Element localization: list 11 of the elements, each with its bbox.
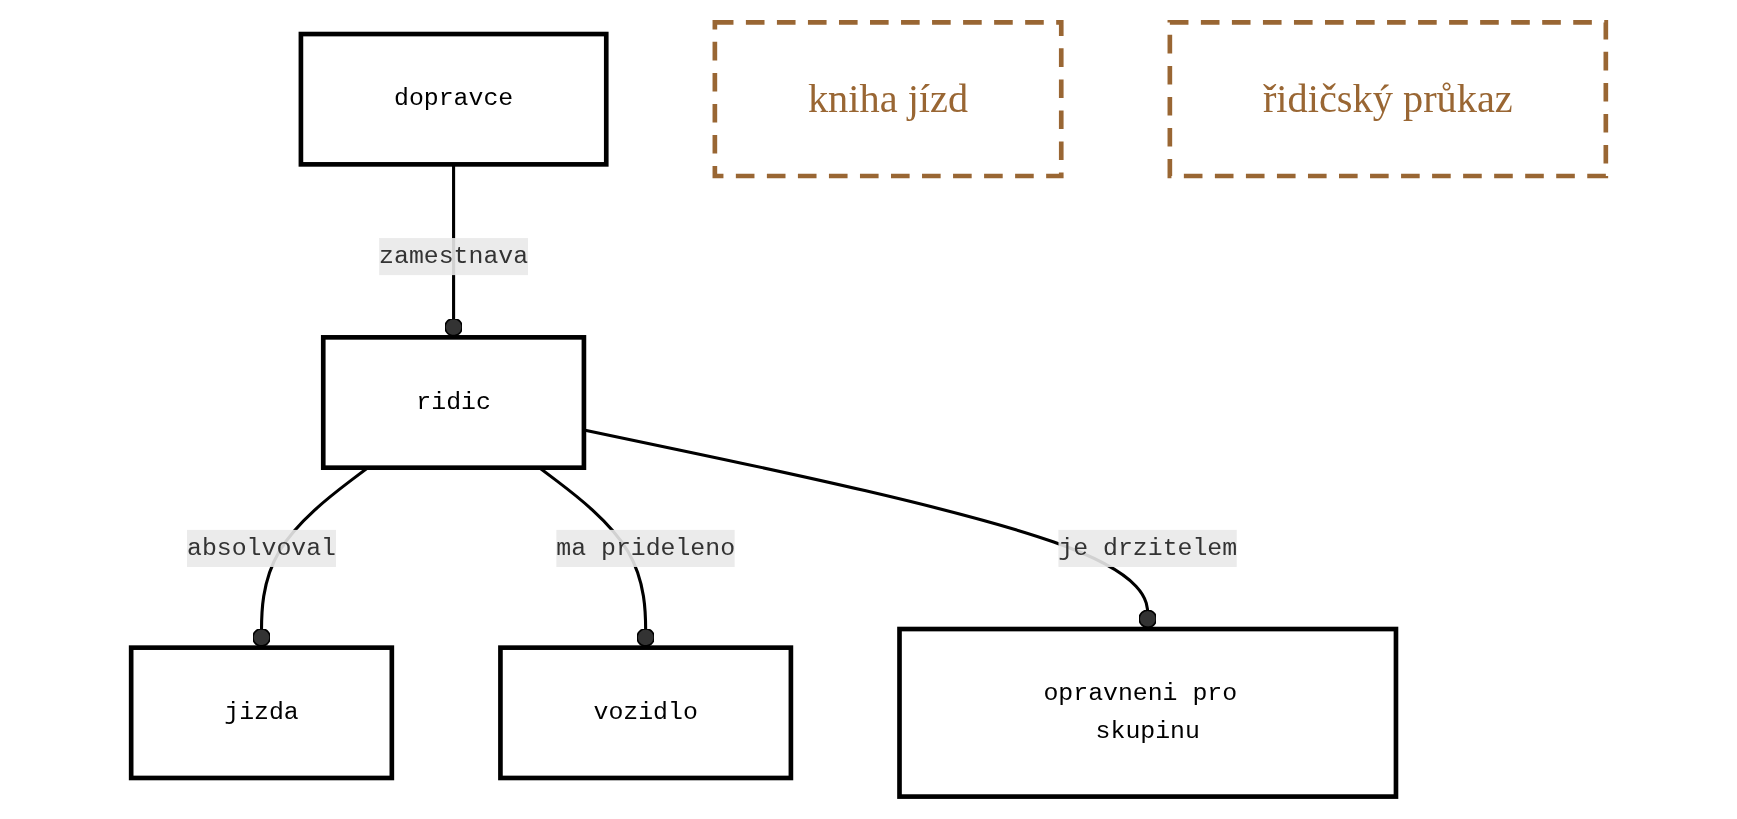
node-box: dopravce xyxy=(298,31,609,167)
node-box: jizda xyxy=(128,645,395,781)
node-box: kniha jízd xyxy=(712,20,1064,179)
edge-label: absolvoval xyxy=(187,534,336,563)
node-box: opravneni pro skupinu xyxy=(897,626,1399,799)
edge-label: je drzitelem xyxy=(1058,534,1238,563)
edge-label: zamestnava xyxy=(379,242,529,271)
edge-label: ma prideleno xyxy=(556,534,736,563)
node-box: řidičský průkaz xyxy=(1167,20,1609,179)
node-box: vozidlo xyxy=(498,645,794,781)
node-box: ridic xyxy=(320,335,587,470)
